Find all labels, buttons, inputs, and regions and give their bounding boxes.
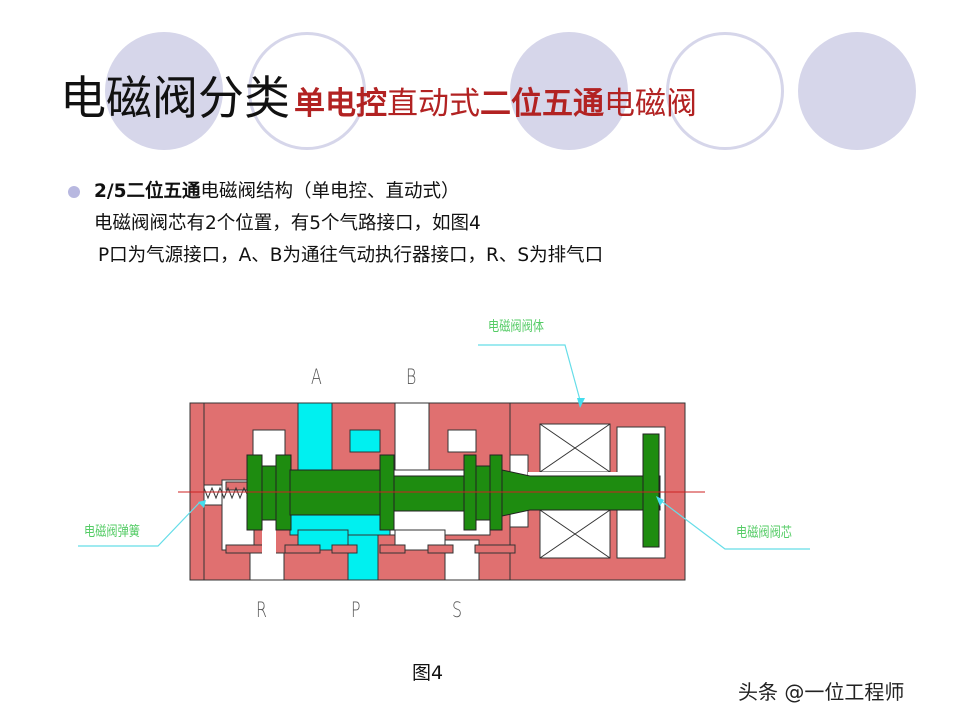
bullet-line-1-bold: 2/5二位五通 — [94, 181, 201, 202]
bullet-dot-icon — [68, 186, 80, 198]
subtitle-part-4: 电磁阀 — [604, 86, 697, 122]
decor-circle-2 — [248, 32, 366, 150]
watermark: 头条 @一位工程师 — [738, 680, 905, 704]
decor-circle-1 — [105, 32, 223, 150]
bullet-line-1-rest: 电磁阀结构（单电控、直动式） — [200, 181, 460, 202]
port-label-p: P — [351, 598, 361, 622]
port-label-b: B — [406, 365, 417, 389]
decor-circle-4 — [666, 32, 784, 150]
decor-circle-3 — [510, 32, 628, 150]
port-label-r: R — [256, 598, 267, 622]
subtitle-part-2: 直动式 — [387, 86, 480, 122]
port-label-a: A — [311, 365, 322, 389]
callout-valve-core: 电磁阀阀芯 — [736, 525, 792, 541]
bullet-line-2: 电磁阀阀芯有2个位置，有5个气路接口，如图4 — [94, 213, 481, 234]
bullet-line-1: 2/5二位五通电磁阀结构（单电控、直动式） — [68, 176, 603, 208]
title-subtitle: 单电控直动式二位五通电磁阀 — [294, 78, 697, 123]
decor-circle-5 — [798, 32, 916, 150]
subtitle-part-3: 二位五通 — [480, 86, 604, 122]
slide-title: 电磁阀分类 单电控直动式二位五通电磁阀 — [60, 62, 697, 128]
title-main: 电磁阀分类 — [60, 71, 290, 125]
bullet-list: 2/5二位五通电磁阀结构（单电控、直动式） 电磁阀阀芯有2个位置，有5个气路接口… — [68, 176, 603, 272]
port-label-s: S — [452, 598, 463, 622]
figure-caption: 图4 — [412, 662, 444, 684]
spring-icon — [203, 486, 248, 500]
callout-valve-body: 电磁阀阀体 — [488, 319, 544, 335]
bullet-line-3: P口为气源接口，A、B为通往气动执行器接口，R、S为排气口 — [98, 245, 604, 266]
subtitle-part-1: 单电控 — [294, 86, 387, 122]
callout-valve-spring: 电磁阀弹簧 — [84, 524, 140, 540]
